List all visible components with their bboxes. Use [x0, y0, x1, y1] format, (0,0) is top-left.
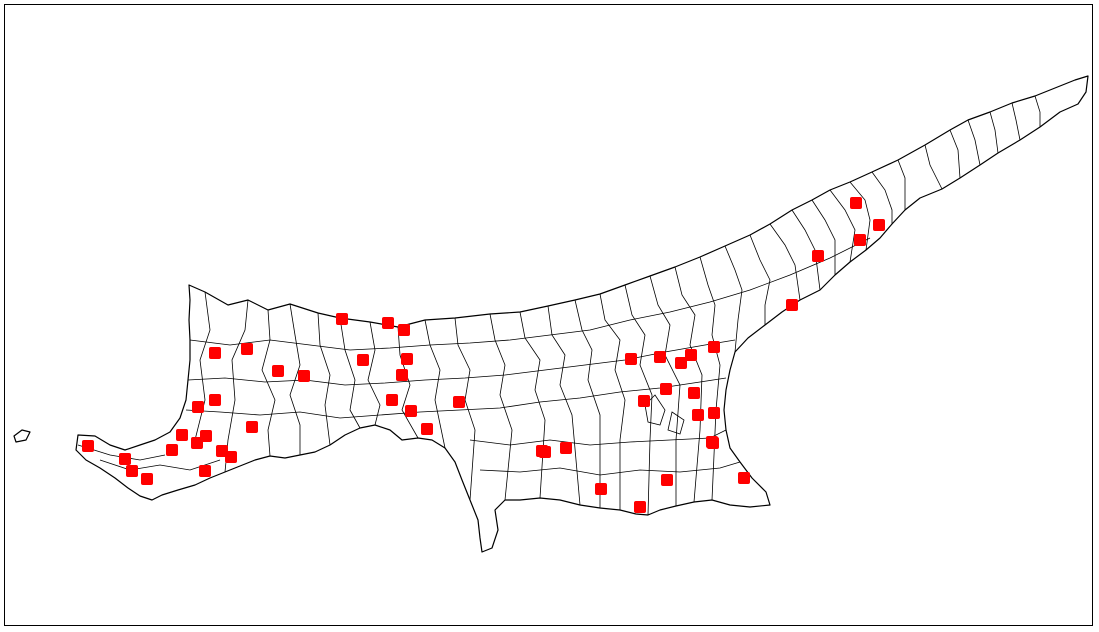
location-marker[interactable]	[812, 250, 824, 262]
district-boundary	[224, 299, 249, 473]
location-marker[interactable]	[738, 472, 750, 484]
location-marker[interactable]	[688, 387, 700, 399]
location-marker[interactable]	[246, 421, 258, 433]
district-boundary	[261, 309, 276, 457]
location-marker[interactable]	[421, 423, 433, 435]
district-boundary	[469, 429, 727, 446]
location-marker[interactable]	[199, 465, 211, 477]
location-marker[interactable]	[539, 446, 551, 458]
district-boundary	[599, 293, 626, 510]
location-marker[interactable]	[638, 395, 650, 407]
location-marker[interactable]	[850, 197, 862, 209]
location-marker[interactable]	[706, 436, 718, 448]
location-marker[interactable]	[336, 313, 348, 325]
location-marker[interactable]	[453, 396, 465, 408]
location-marker[interactable]	[176, 429, 188, 441]
location-marker[interactable]	[660, 383, 672, 395]
location-markers	[82, 197, 885, 513]
district-boundary	[949, 129, 961, 179]
district-boundary	[749, 234, 771, 325]
district-boundaries	[77, 95, 1041, 516]
location-marker[interactable]	[873, 219, 885, 231]
district-boundary	[667, 411, 685, 435]
location-marker[interactable]	[126, 465, 138, 477]
district-boundary	[289, 303, 301, 455]
district-boundary	[849, 181, 871, 251]
location-marker[interactable]	[192, 401, 204, 413]
district-boundary	[194, 291, 211, 441]
location-marker[interactable]	[634, 501, 646, 513]
location-marker[interactable]	[654, 351, 666, 363]
location-marker[interactable]	[141, 473, 153, 485]
location-marker[interactable]	[675, 357, 687, 369]
location-marker[interactable]	[166, 444, 178, 456]
location-marker[interactable]	[396, 369, 408, 381]
islet-west	[13, 429, 31, 443]
district-boundary	[185, 377, 727, 419]
district-boundary	[454, 317, 476, 501]
district-boundary	[424, 319, 446, 449]
district-boundary	[924, 144, 943, 190]
district-boundary	[367, 321, 381, 426]
district-boundary	[769, 223, 801, 301]
location-marker[interactable]	[209, 394, 221, 406]
location-marker[interactable]	[560, 442, 572, 454]
location-marker[interactable]	[209, 347, 221, 359]
district-boundary	[397, 326, 419, 439]
location-marker[interactable]	[357, 354, 369, 366]
cyprus-outline	[75, 75, 1089, 553]
district-boundary	[829, 189, 856, 263]
location-marker[interactable]	[82, 440, 94, 452]
district-boundary	[989, 111, 999, 154]
district-boundary	[1011, 102, 1021, 141]
location-marker[interactable]	[708, 407, 720, 419]
location-marker[interactable]	[382, 317, 394, 329]
district-boundary	[317, 312, 331, 446]
location-marker[interactable]	[225, 451, 237, 463]
location-marker[interactable]	[398, 324, 410, 336]
district-boundary	[624, 284, 653, 516]
district-boundary	[897, 159, 906, 210]
location-marker[interactable]	[241, 343, 253, 355]
district-boundary	[339, 317, 361, 429]
location-marker[interactable]	[661, 474, 673, 486]
district-boundary	[519, 311, 546, 499]
district-boundary	[574, 299, 601, 508]
district-boundary	[489, 313, 513, 501]
district-boundary	[187, 339, 736, 386]
location-marker[interactable]	[191, 437, 203, 449]
location-marker[interactable]	[685, 349, 697, 361]
district-boundary	[674, 266, 703, 503]
district-boundary	[479, 461, 741, 476]
district-boundary	[547, 305, 581, 506]
location-marker[interactable]	[595, 483, 607, 495]
district-boundary	[189, 237, 871, 351]
location-marker[interactable]	[386, 394, 398, 406]
district-boundary	[791, 209, 821, 291]
location-marker[interactable]	[272, 365, 284, 377]
location-marker[interactable]	[405, 405, 417, 417]
district-boundary	[871, 171, 893, 224]
location-marker[interactable]	[708, 341, 720, 353]
location-marker[interactable]	[854, 234, 866, 246]
district-boundary	[724, 245, 743, 353]
district-boundary	[967, 119, 981, 166]
location-marker[interactable]	[298, 370, 310, 382]
location-marker[interactable]	[786, 299, 798, 311]
district-boundary	[1034, 95, 1041, 127]
location-marker[interactable]	[692, 409, 704, 421]
district-boundary	[811, 199, 836, 275]
location-marker[interactable]	[119, 453, 131, 465]
island-landmass	[13, 75, 1089, 553]
location-marker[interactable]	[401, 353, 413, 365]
location-marker[interactable]	[625, 353, 637, 365]
